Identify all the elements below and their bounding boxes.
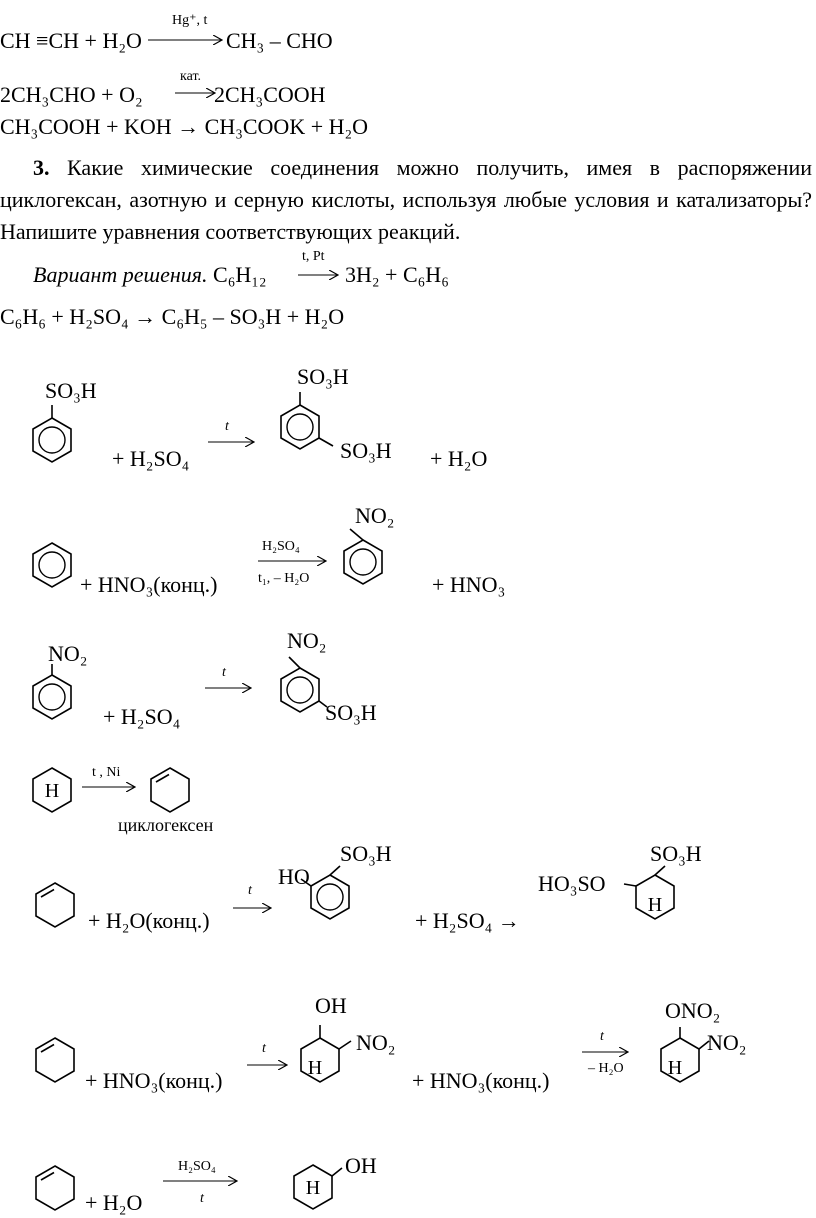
benzene-ring-icon (328, 528, 398, 597)
variant-label: Вариант решения. (33, 262, 208, 287)
task-paragraph: 3. Какие химические соединения можно пол… (0, 152, 812, 248)
benzene-ring-icon (265, 656, 328, 725)
reagent: + HNO₃(конц.) (412, 1068, 550, 1093)
substituent: HO (278, 864, 310, 889)
eq3: CH₃COOH + KOH → CH₃COOK + H₂O (0, 114, 369, 139)
condition-bottom: t₁, – H₂O (258, 571, 310, 586)
ring-label: H (45, 780, 59, 802)
cyclohexane-ring-icon: H (623, 865, 675, 920)
cyclohexene-ring-icon (20, 870, 90, 940)
arrow-icon (205, 683, 253, 693)
benzene-ring-icon (17, 405, 87, 475)
cyclohexane-ring-icon: H (300, 1025, 352, 1083)
substituent: SO₃H (650, 841, 702, 866)
arrow-icon (82, 782, 137, 792)
substituent: SO₃H (297, 364, 349, 389)
substituent: NO₂ (355, 503, 395, 528)
substituent: SO₃H (340, 438, 392, 463)
arrow-icon (258, 556, 328, 566)
reagent: + H₂SO₄ → (415, 908, 520, 933)
reagent: + HNO₃(конц.) (80, 572, 218, 597)
condition: t , Ni (92, 765, 121, 780)
ring-label: H (308, 1057, 322, 1079)
eq1-condition: Hg⁺, t (172, 13, 208, 28)
variant-left: C₆H₁₂ (213, 262, 267, 287)
condition-top: H₂SO₄ (178, 1159, 216, 1174)
condition-top: t (600, 1029, 604, 1044)
benzene-ring-icon (17, 664, 87, 732)
cyclohexane-ring-icon: H (660, 1027, 710, 1083)
substituent: OH (345, 1153, 377, 1178)
ring-label: H (668, 1057, 682, 1079)
condition: t (225, 419, 229, 434)
cyclohexane-ring-icon: H (32, 767, 72, 813)
eq2-right: 2CH₃COOH (214, 82, 326, 107)
arrow-icon (208, 437, 256, 447)
substituent: SO₃H (325, 700, 377, 725)
cyclohexene-ring-icon (20, 1153, 90, 1218)
condition-top: H₂SO₄ (262, 539, 300, 554)
reagent: + H₂O(конц.) (88, 908, 210, 933)
eq2-left: 2CH₃CHO + O₂ (0, 82, 143, 107)
variant-condition: t, Pt (302, 249, 325, 264)
arrow-icon (233, 903, 273, 913)
arrow-icon (175, 88, 217, 98)
substituent: SO₃H (340, 841, 392, 866)
condition: t (248, 883, 252, 898)
ring-label: H (648, 894, 662, 916)
condition: t (222, 665, 226, 680)
eq2-condition: кат. (180, 69, 202, 84)
reagent: + HNO₃(конц.) (85, 1068, 223, 1093)
eq4: C₆H₆ + H₂SO₄ → C₆H₅ – SO₃H + H₂O (0, 304, 345, 329)
byproduct: + HNO₃ (432, 572, 506, 597)
cyclohexane-ring-icon: H (293, 1164, 343, 1210)
eq1-left: CH ≡CH + H₂O (0, 28, 142, 53)
task-text: Какие химические соединения можно получи… (0, 155, 812, 244)
benzene-ring-icon (17, 530, 87, 600)
benzene-ring-icon (265, 392, 334, 462)
reagent: + H₂O (85, 1190, 143, 1215)
arrow-icon (163, 1176, 239, 1186)
task-number: 3. (33, 155, 50, 180)
substituent: ONO₂ (665, 998, 721, 1023)
ring-label: H (306, 1177, 320, 1199)
substituent: NO₂ (356, 1030, 396, 1055)
substituent: NO₂ (707, 1030, 747, 1055)
arrow-icon (247, 1060, 289, 1070)
arrow-icon (582, 1047, 630, 1057)
variant-right: 3H₂ + C₆H₆ (345, 262, 449, 287)
eq1-right: CH₃ – CHO (226, 28, 333, 53)
arrow-icon (148, 35, 224, 45)
substituent: HO₃SO (538, 871, 606, 896)
substituent: NO₂ (48, 641, 88, 666)
condition: t (262, 1041, 266, 1056)
arrow-icon (298, 270, 340, 280)
byproduct: + H₂O (430, 446, 488, 471)
substituent: NO₂ (287, 628, 327, 653)
reagent: + H₂SO₄ (112, 446, 190, 471)
product-name: циклогексен (118, 815, 214, 835)
substituent: OH (315, 993, 347, 1018)
reagent: + H₂SO₄ (103, 704, 181, 729)
substituent: SO₃H (45, 378, 97, 403)
cyclohexene-ring-icon (20, 1025, 90, 1095)
condition-bottom: t (200, 1191, 204, 1206)
benzene-ring-icon (300, 865, 365, 932)
condition-bottom: – H₂O (588, 1061, 624, 1076)
